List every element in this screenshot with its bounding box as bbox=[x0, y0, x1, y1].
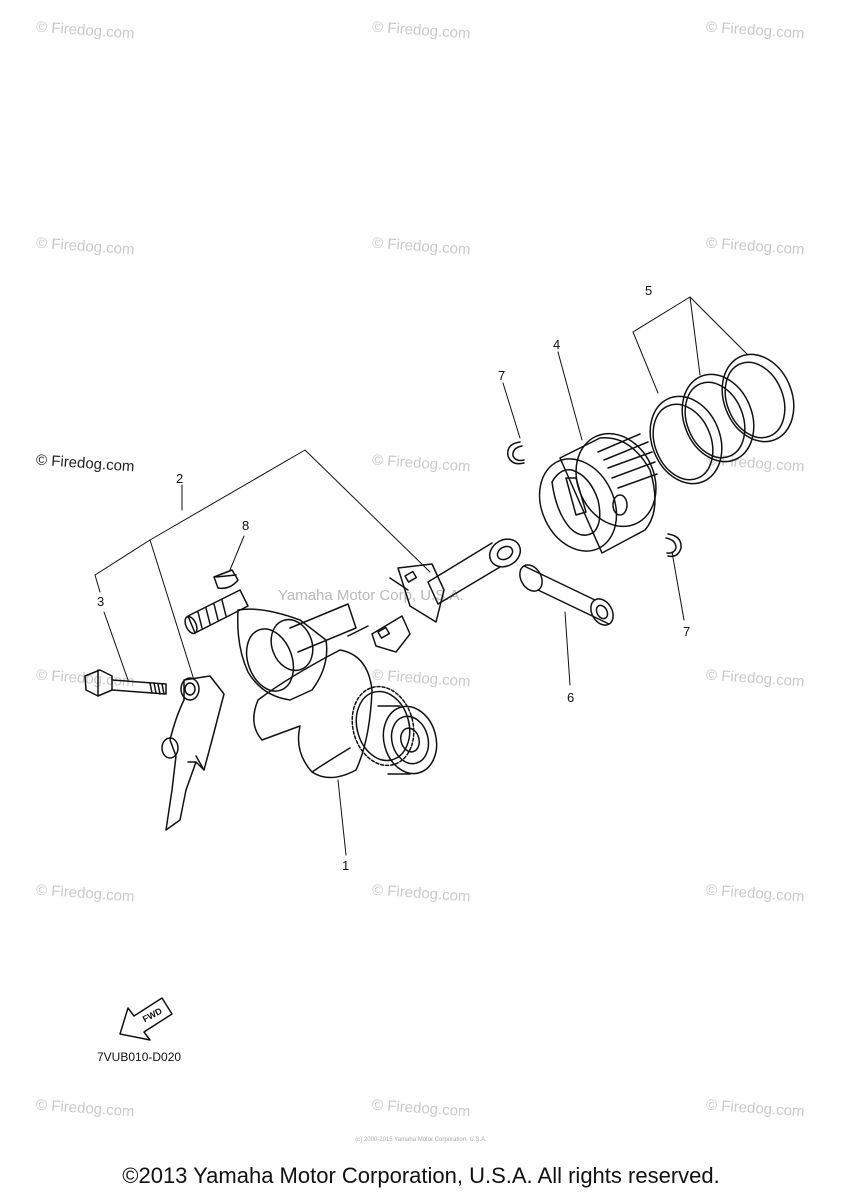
diagram-code: 7VUB010-D020 bbox=[97, 1050, 182, 1064]
callout-label: 8 bbox=[242, 518, 250, 533]
callout-label: 3 bbox=[97, 594, 105, 609]
callout-label: 4 bbox=[553, 337, 561, 352]
callout-label: 7 bbox=[683, 624, 691, 639]
yamaha-watermark: Yamaha Motor Corp, U.S.A. bbox=[278, 587, 464, 604]
circlip-left bbox=[507, 441, 525, 465]
tiny-credit: (c) 2000-2015 Yamaha Motor Corporation, … bbox=[355, 1137, 487, 1143]
circlip-right bbox=[665, 533, 682, 558]
callout-label: 7 bbox=[498, 368, 506, 383]
connecting-rod bbox=[347, 538, 522, 653]
callout-label: 6 bbox=[567, 690, 575, 705]
leader-lines bbox=[94, 296, 749, 856]
piston-pin bbox=[519, 564, 614, 626]
piston-rings bbox=[649, 350, 795, 485]
piston bbox=[538, 432, 658, 554]
copyright-notice: ©2013 Yamaha Motor Corporation, U.S.A. A… bbox=[122, 1163, 720, 1188]
bolt bbox=[84, 669, 167, 697]
balancer-weight bbox=[161, 675, 225, 831]
callout-label: 5 bbox=[645, 283, 653, 298]
woodruff-key bbox=[213, 569, 239, 590]
crankshaft bbox=[184, 589, 438, 779]
callout-label: 1 bbox=[342, 858, 350, 873]
callout-label: 2 bbox=[176, 471, 184, 486]
fwd-arrow-icon bbox=[119, 997, 173, 1041]
